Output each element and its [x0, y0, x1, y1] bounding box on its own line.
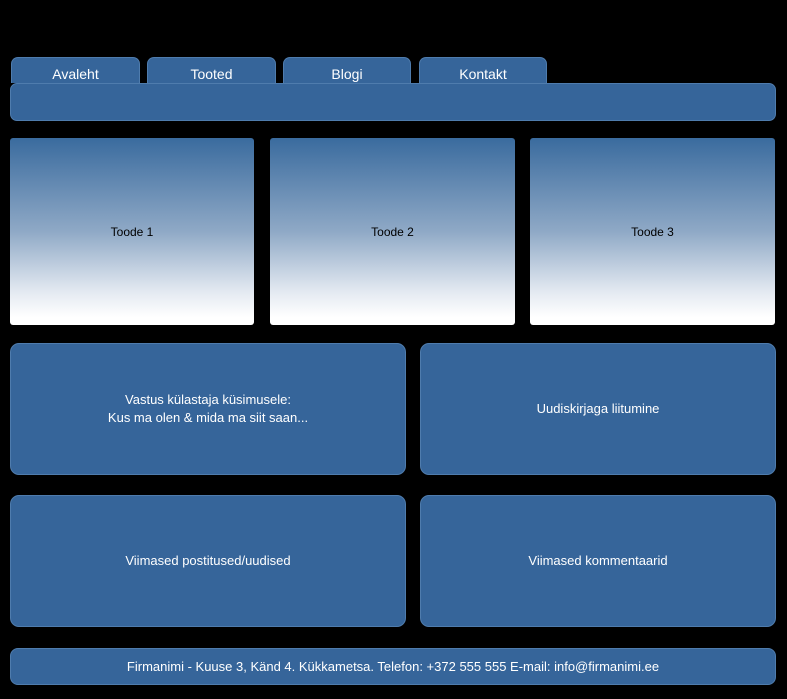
tab-kontakt[interactable]: Kontakt: [419, 57, 547, 83]
tab-avaleht-label: Avaleht: [52, 65, 99, 82]
footer-contact-text: Firmanimi - Kuuse 3, Känd 4. Kükkametsa.…: [126, 659, 660, 674]
footer-bar: Firmanimi - Kuuse 3, Känd 4. Kükkametsa.…: [10, 648, 776, 685]
panel-latest-posts: Viimased postitused/uudised: [10, 495, 406, 627]
visitor-question-line2: Kus ma olen & mida ma siit saan...: [107, 410, 309, 425]
nav-bar: [10, 83, 776, 121]
panel-latest-comments: Viimased kommentaarid: [420, 495, 776, 627]
latest-comments-label: Viimased kommentaarid: [528, 553, 668, 568]
tab-avaleht[interactable]: Avaleht: [11, 57, 140, 83]
product-card-3-label: Toode 3: [631, 224, 674, 239]
panel-newsletter: Uudiskirjaga liitumine: [420, 343, 776, 475]
tab-blogi[interactable]: Blogi: [283, 57, 411, 83]
visitor-question-line1: Vastus külastaja küsimusele:: [125, 392, 291, 407]
newsletter-label: Uudiskirjaga liitumine: [536, 401, 660, 416]
tab-blogi-label: Blogi: [331, 65, 363, 82]
latest-posts-label: Viimased postitused/uudised: [125, 553, 291, 568]
product-card-3[interactable]: Toode 3: [530, 138, 775, 325]
tab-tooted-label: Tooted: [190, 65, 233, 82]
product-card-1-label: Toode 1: [110, 224, 154, 239]
product-card-2-label: Toode 2: [371, 224, 414, 239]
panel-visitor-question: Vastus külastaja küsimusele: Kus ma olen…: [10, 343, 406, 475]
tab-tooted[interactable]: Tooted: [147, 57, 276, 83]
product-card-2[interactable]: Toode 2: [270, 138, 515, 325]
tab-kontakt-label: Kontakt: [459, 65, 507, 82]
product-card-1[interactable]: Toode 1: [10, 138, 254, 325]
